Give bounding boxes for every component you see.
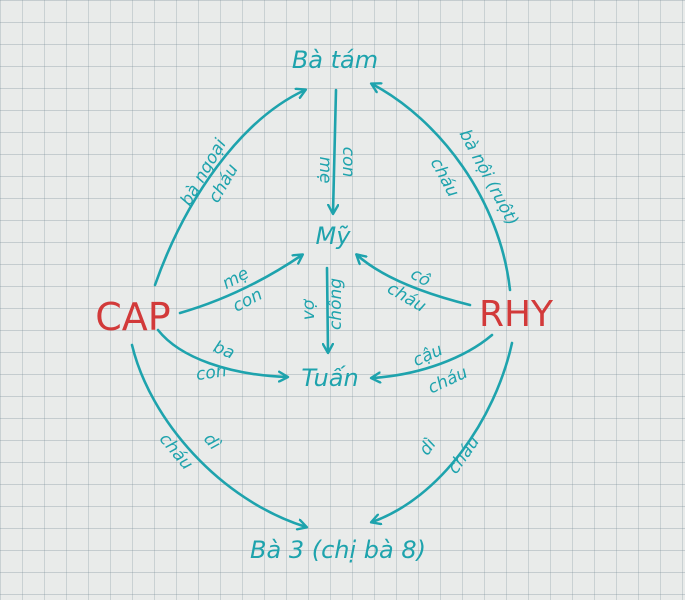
- label-cap-tuan-top: ba: [210, 337, 237, 363]
- label-cap-ba3-top: dì: [199, 429, 224, 454]
- edge-rhy-batam: [372, 84, 512, 292]
- label-rhy-batam-bottom: cháu: [426, 155, 463, 201]
- node-ba3: Bà 3 (chị bà 8): [250, 536, 426, 564]
- node-ba-tam: Bà tám: [292, 46, 378, 74]
- edge-cap-tuan: [156, 328, 287, 377]
- edge-batam-my: [333, 88, 336, 213]
- label-rhy-tuan-top: cậu: [410, 340, 446, 371]
- edge-cap-batam: [153, 90, 305, 287]
- node-rhy: RHY: [479, 294, 554, 335]
- label-cap-tuan-bottom: con: [195, 361, 228, 385]
- edge-my-tuan: [327, 266, 328, 352]
- label-my-tuan-right: chồng: [325, 278, 346, 330]
- label-batam-my-right: con: [338, 147, 358, 178]
- edge-cap-my: [178, 255, 302, 315]
- node-cap: CAP: [95, 295, 170, 339]
- edge-rhy-ba3: [372, 341, 514, 522]
- label-my-tuan-left: vợ: [299, 298, 319, 320]
- label-rhy-ba3-top: dì: [415, 435, 440, 459]
- label-rhy-ba3-bottom: cháu: [444, 432, 484, 477]
- node-tuan: Tuấn: [301, 364, 358, 392]
- edge-rhy-tuan: [372, 333, 494, 378]
- edge-rhy-my: [357, 255, 472, 307]
- label-batam-my-left: mẹ: [315, 156, 335, 183]
- node-my: Mỹ: [316, 222, 352, 250]
- edge-cap-ba3: [130, 343, 306, 527]
